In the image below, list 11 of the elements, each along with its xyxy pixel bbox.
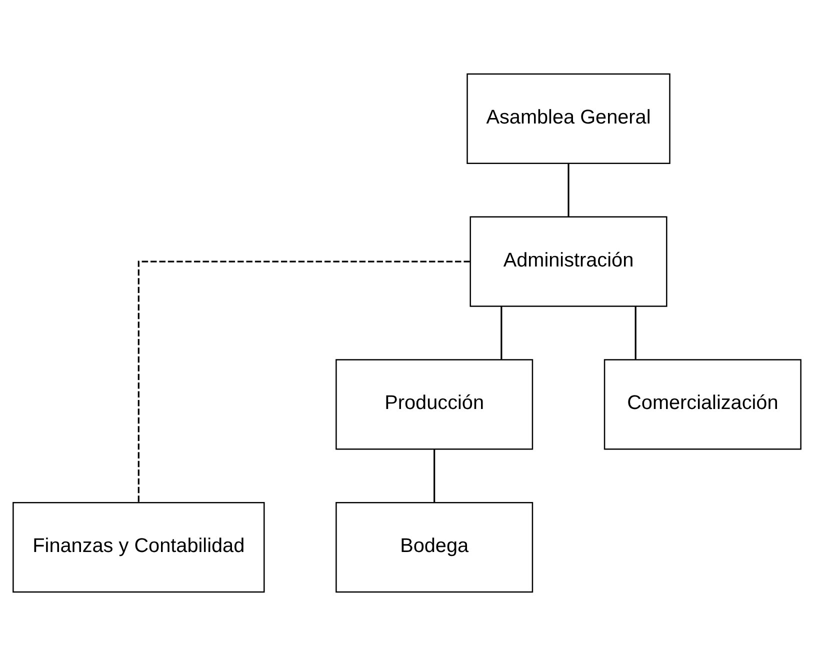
connector <box>634 306 636 359</box>
connector <box>568 163 570 216</box>
connector <box>138 260 470 502</box>
node-box: Finanzas y Contabilidad <box>12 501 265 592</box>
connector <box>500 306 502 359</box>
node-box: Asamblea General <box>466 72 670 164</box>
node-box: Producción <box>336 358 534 450</box>
node-box: Administración <box>470 216 668 306</box>
connector <box>434 448 436 502</box>
node-box: Comercialización <box>604 358 802 450</box>
node-box: Bodega <box>336 501 534 592</box>
